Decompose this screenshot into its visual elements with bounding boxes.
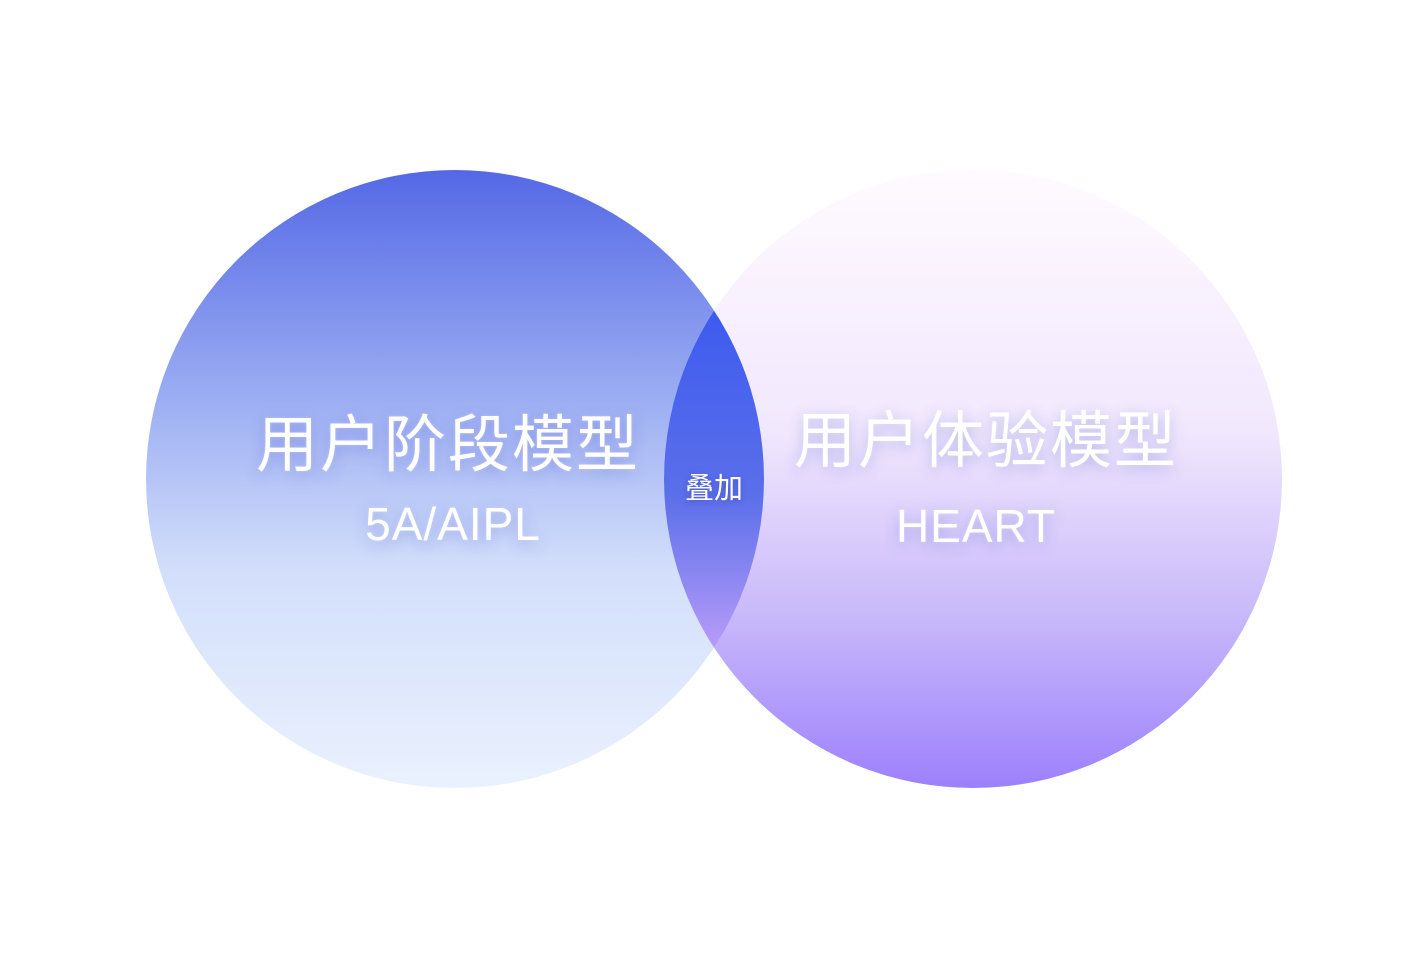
- left-model-subtitle: 5A/AIPL: [365, 498, 541, 550]
- left-circle: [146, 170, 764, 788]
- right-model-subtitle: HEART: [895, 500, 1057, 552]
- right-circle: [664, 170, 1282, 788]
- right-model-title: 用户体验模型: [793, 404, 1179, 477]
- left-model-title: 用户阶段模型: [255, 408, 641, 481]
- overlap-label: 叠加: [684, 471, 744, 505]
